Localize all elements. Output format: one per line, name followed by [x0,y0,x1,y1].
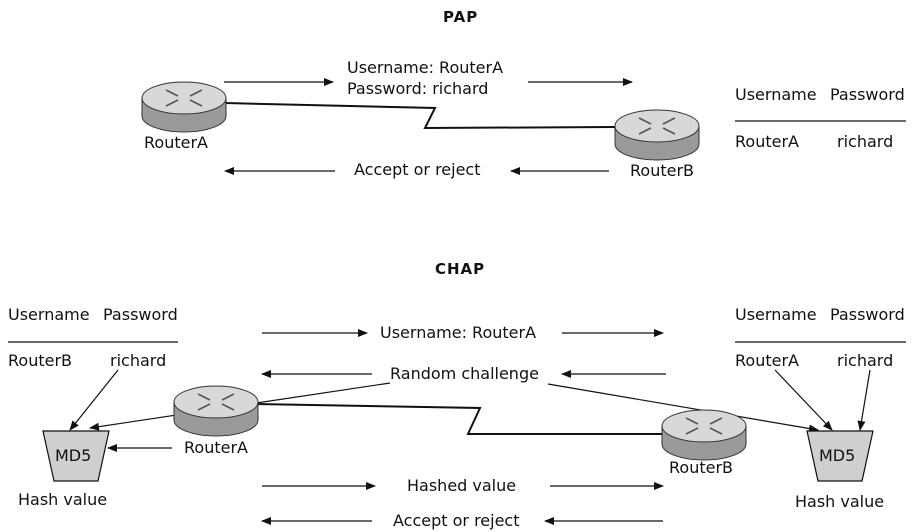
pap-title: PAP [443,8,479,26]
router-icon [614,109,700,161]
chap-right-user-to-md5 [774,369,833,431]
chap-right-header-username: Username [735,305,817,324]
router-icon [141,81,227,133]
chap-right-pass-to-md5 [857,369,871,431]
router-icon [173,385,259,437]
pap-table-header-password: Password [830,85,905,104]
pap-table-cell-password: richard [837,132,894,151]
pap-router-b-label: RouterB [630,161,694,180]
chap-title: CHAP [435,260,486,278]
chap-left-cell-password: richard [110,351,167,370]
chap-left-header-username: Username [8,305,90,324]
chap-left-cell-username: RouterB [8,351,72,370]
chap-right-cell-username: RouterA [735,351,799,370]
chap-right-md5-caption: Hash value [795,492,885,511]
chap-hashed: Hashed value [407,476,517,495]
chap-right-md5-label: MD5 [819,446,856,465]
chap-left-md5-caption: Hash value [18,490,108,509]
pap-table-header-username: Username [735,85,817,104]
chap-left-header-password: Password [103,305,178,324]
router-icon [661,409,747,461]
chap-right-header-password: Password [830,305,905,324]
chap-left-user-to-md5 [69,369,119,431]
md5-hash-icon [806,430,874,482]
pap-table-cell-username: RouterA [735,132,799,151]
chap-left-md5-label: MD5 [55,446,92,465]
pap-router-a-label: RouterA [144,133,208,152]
chap-router-b-label: RouterB [669,458,733,477]
md5-hash-icon [42,430,110,482]
chap-serial-link [254,403,665,435]
pap-serial-link [224,102,616,130]
chap-router-a-label: RouterA [184,438,248,457]
pap-reply: Accept or reject [354,160,481,179]
chap-right-cell-password: richard [837,351,894,370]
chap-challenge: Random challenge [390,364,539,383]
chap-reply: Accept or reject [393,511,520,530]
chap-username-msg: Username: RouterA [380,323,537,342]
pap-password-line: Password: richard [347,79,489,98]
chap-challenge-to-right-md5 [547,383,819,433]
pap-username-line: Username: RouterA [347,58,504,77]
